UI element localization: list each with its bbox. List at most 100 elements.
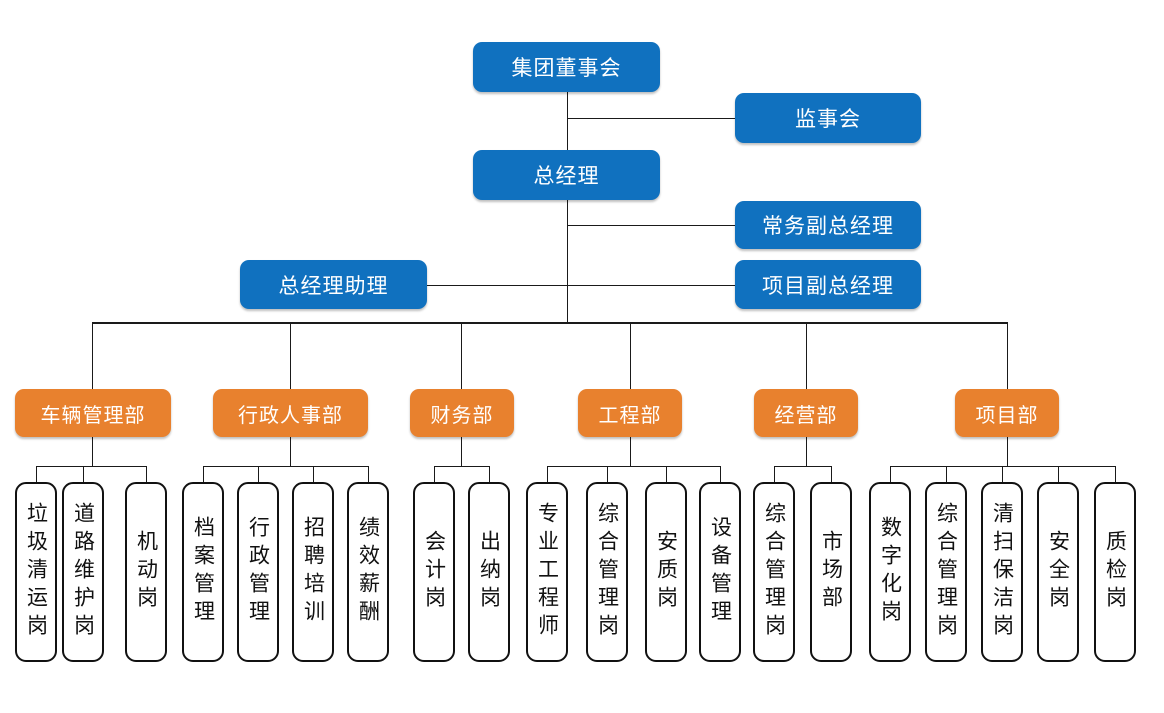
exec-node-general-manager[interactable]: 总经理 xyxy=(473,150,660,200)
department-node-vehicle-label: 车辆管理部 xyxy=(40,404,146,427)
line-to-position-operations-1 xyxy=(831,466,832,482)
position-node-operations-1[interactable]: 市场部 xyxy=(810,482,852,662)
position-node-operations-0-label: 综合管理岗 xyxy=(762,502,786,642)
line-bus-to-department-admin-hr xyxy=(290,322,291,389)
department-node-admin-hr[interactable]: 行政人事部 xyxy=(213,389,368,437)
line-to-position-engineering-2 xyxy=(666,466,667,482)
line-bus-to-department-engineering xyxy=(630,322,631,389)
position-node-project-3[interactable]: 安全岗 xyxy=(1037,482,1079,662)
line-department-admin-hr-stem xyxy=(290,437,291,466)
leaf-bus-vehicle xyxy=(36,466,146,467)
position-node-engineering-1[interactable]: 综合管理岗 xyxy=(586,482,628,662)
leaf-bus-admin-hr xyxy=(203,466,368,467)
line-to-position-admin-hr-1 xyxy=(258,466,259,482)
position-node-admin-hr-2-label: 招聘培训 xyxy=(301,516,325,628)
position-node-finance-1[interactable]: 出纳岗 xyxy=(468,482,510,662)
department-node-vehicle[interactable]: 车辆管理部 xyxy=(15,389,171,437)
position-node-engineering-0[interactable]: 专业工程师 xyxy=(526,482,568,662)
position-node-vehicle-0[interactable]: 垃圾清运岗 xyxy=(15,482,57,662)
line-board-to-gm xyxy=(567,92,568,150)
exec-node-project-deputy-label: 项目副总经理 xyxy=(762,274,894,298)
line-spine-to-executive-deputy xyxy=(567,225,735,226)
line-to-position-finance-1 xyxy=(489,466,490,482)
line-gm-to-departments xyxy=(567,200,568,322)
department-node-finance-label: 财务部 xyxy=(430,404,494,427)
position-node-project-2-label: 清扫保洁岗 xyxy=(990,502,1014,642)
department-node-engineering-label: 工程部 xyxy=(598,404,662,427)
position-node-finance-0-label: 会计岗 xyxy=(422,530,446,614)
position-node-admin-hr-2[interactable]: 招聘培训 xyxy=(292,482,334,662)
exec-node-executive-deputy[interactable]: 常务副总经理 xyxy=(735,201,921,249)
position-node-project-4[interactable]: 质检岗 xyxy=(1094,482,1136,662)
position-node-admin-hr-1-label: 行政管理 xyxy=(246,516,270,628)
position-node-project-4-label: 质检岗 xyxy=(1103,530,1127,614)
line-to-position-project-3 xyxy=(1058,466,1059,482)
line-assistant-to-project-deputy xyxy=(427,284,735,286)
department-node-project-label: 项目部 xyxy=(975,404,1039,427)
line-department-operations-stem xyxy=(806,437,807,466)
department-node-admin-hr-label: 行政人事部 xyxy=(238,404,343,427)
department-node-operations[interactable]: 经营部 xyxy=(754,389,858,437)
line-to-position-engineering-0 xyxy=(547,466,548,482)
line-bus-to-department-project xyxy=(1007,322,1008,389)
line-bus-to-department-operations xyxy=(806,322,807,389)
position-node-finance-0[interactable]: 会计岗 xyxy=(413,482,455,662)
line-to-position-admin-hr-2 xyxy=(313,466,314,482)
position-node-vehicle-1[interactable]: 道路维护岗 xyxy=(62,482,104,662)
position-node-project-3-label: 安全岗 xyxy=(1046,530,1070,614)
position-node-engineering-3[interactable]: 设备管理 xyxy=(699,482,741,662)
line-to-position-operations-0 xyxy=(774,466,775,482)
line-department-project-stem xyxy=(1007,437,1008,466)
line-to-position-vehicle-2 xyxy=(146,466,147,482)
position-node-admin-hr-0[interactable]: 档案管理 xyxy=(182,482,224,662)
leaf-bus-finance xyxy=(434,466,489,467)
position-node-vehicle-1-label: 道路维护岗 xyxy=(71,502,95,642)
position-node-engineering-2[interactable]: 安质岗 xyxy=(645,482,687,662)
position-node-admin-hr-0-label: 档案管理 xyxy=(191,516,215,628)
line-to-position-engineering-3 xyxy=(720,466,721,482)
line-to-position-project-0 xyxy=(890,466,891,482)
line-to-position-project-2 xyxy=(1002,466,1003,482)
exec-node-general-manager-label: 总经理 xyxy=(533,165,600,188)
exec-node-board[interactable]: 集团董事会 xyxy=(473,42,660,92)
line-gm-spine-to-supervisory xyxy=(567,118,735,119)
department-node-engineering[interactable]: 工程部 xyxy=(578,389,682,437)
line-bus-to-department-vehicle xyxy=(92,322,93,389)
position-node-vehicle-2[interactable]: 机动岗 xyxy=(125,482,167,662)
department-bus xyxy=(92,322,1007,324)
exec-node-assistant[interactable]: 总经理助理 xyxy=(240,260,427,309)
position-node-engineering-0-label: 专业工程师 xyxy=(535,502,559,642)
line-to-position-project-1 xyxy=(946,466,947,482)
leaf-bus-operations xyxy=(774,466,831,467)
line-to-position-vehicle-0 xyxy=(36,466,37,482)
leaf-bus-engineering xyxy=(547,466,720,467)
line-to-position-admin-hr-3 xyxy=(368,466,369,482)
exec-node-board-label: 集团董事会 xyxy=(511,57,622,80)
line-to-position-admin-hr-0 xyxy=(203,466,204,482)
position-node-operations-1-label: 市场部 xyxy=(819,530,843,614)
position-node-operations-0[interactable]: 综合管理岗 xyxy=(753,482,795,662)
line-to-position-engineering-1 xyxy=(607,466,608,482)
position-node-finance-1-label: 出纳岗 xyxy=(477,530,501,614)
position-node-admin-hr-3-label: 绩效薪酬 xyxy=(356,516,380,628)
position-node-admin-hr-1[interactable]: 行政管理 xyxy=(237,482,279,662)
position-node-vehicle-2-label: 机动岗 xyxy=(134,530,158,614)
line-to-position-finance-0 xyxy=(434,466,435,482)
position-node-project-1[interactable]: 综合管理岗 xyxy=(925,482,967,662)
line-to-position-vehicle-1 xyxy=(83,466,84,482)
exec-node-executive-deputy-label: 常务副总经理 xyxy=(762,215,894,238)
position-node-engineering-2-label: 安质岗 xyxy=(654,530,678,614)
position-node-engineering-1-label: 综合管理岗 xyxy=(595,502,619,642)
position-node-vehicle-0-label: 垃圾清运岗 xyxy=(24,502,48,642)
position-node-admin-hr-3[interactable]: 绩效薪酬 xyxy=(347,482,389,662)
exec-node-project-deputy[interactable]: 项目副总经理 xyxy=(735,260,921,309)
position-node-project-0-label: 数字化岗 xyxy=(878,516,902,628)
department-node-project[interactable]: 项目部 xyxy=(955,389,1059,437)
position-node-project-2[interactable]: 清扫保洁岗 xyxy=(981,482,1023,662)
exec-node-supervisory[interactable]: 监事会 xyxy=(735,93,921,143)
department-node-finance[interactable]: 财务部 xyxy=(410,389,514,437)
position-node-project-0[interactable]: 数字化岗 xyxy=(869,482,911,662)
line-department-engineering-stem xyxy=(630,437,631,466)
line-department-vehicle-stem xyxy=(92,437,93,466)
